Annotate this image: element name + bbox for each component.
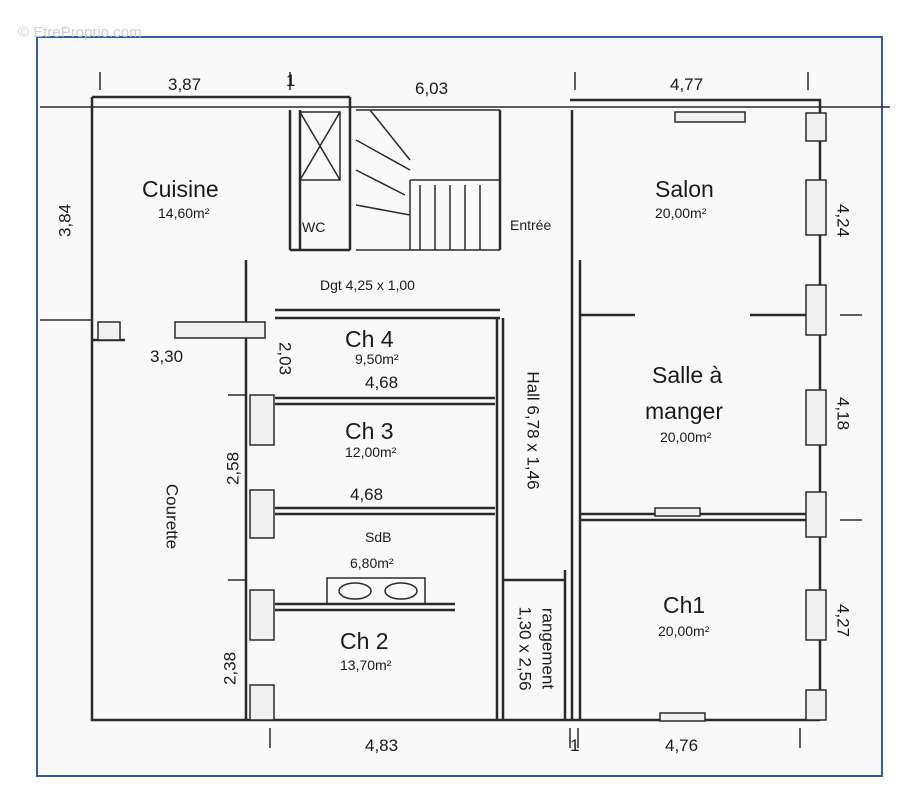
dim-left-238: 2,38 — [220, 651, 240, 686]
dim-left-top: 3,84 — [55, 203, 75, 238]
dim-left-203: 2,03 — [275, 341, 295, 376]
room-ch4-dim: 4,68 — [365, 373, 399, 392]
wall-hall-right — [570, 260, 582, 720]
room-salon-area: 20,00m² — [655, 205, 707, 221]
room-hall-name: Hall 6,78 x 1,46 — [523, 371, 543, 490]
window-left-2 — [249, 489, 275, 539]
room-salle-area: 20,00m² — [660, 429, 712, 445]
room-ch1-area: 20,00m² — [658, 623, 710, 639]
window-left-3 — [249, 589, 275, 641]
dim-bottom-right: 4,76 — [665, 736, 699, 755]
wc-box — [299, 111, 341, 181]
dim-top-mid-small: 1 — [286, 71, 296, 90]
room-salle-line1: Salle à — [652, 362, 723, 388]
sink-1 — [338, 582, 372, 600]
room-rangement-line2: 1,30 x 2,56 — [515, 606, 535, 691]
sink-2 — [384, 582, 418, 600]
dim-top-right: 4,77 — [670, 75, 704, 94]
wall-rangement — [503, 570, 567, 720]
window-right-7 — [805, 689, 827, 721]
window-right-2 — [805, 179, 827, 236]
window-top-salon — [674, 111, 746, 123]
window-right-5 — [805, 491, 827, 538]
room-dgt-name: Dgt 4,25 x 1,00 — [320, 277, 415, 293]
room-courette-name: Courette — [162, 483, 182, 550]
room-cuisine-area: 14,60m² — [158, 205, 210, 221]
frame-border — [36, 36, 883, 777]
dim-ticks-bottom — [269, 728, 801, 748]
dim-right-424: 4,24 — [833, 203, 853, 238]
room-ch1-name: Ch1 — [663, 592, 706, 618]
dim-left-mid: 3,30 — [150, 347, 184, 366]
room-ch3-area: 12,00m² — [345, 444, 397, 460]
room-rangement-line1: rangement — [538, 607, 558, 690]
sdb-counter — [326, 577, 426, 605]
window-right-1 — [805, 112, 827, 142]
room-ch4-name: Ch 4 — [345, 326, 394, 352]
room-ch4-area: 9,50m² — [355, 351, 399, 367]
dim-right-427: 4,27 — [833, 603, 853, 638]
dim-ticks-left — [40, 319, 246, 581]
dim-bottom-mid: 4,83 — [365, 736, 399, 755]
room-sdb-area: 6,80m² — [350, 555, 394, 571]
dim-top-left: 3,87 — [168, 75, 202, 94]
room-salle-line2: manger — [645, 398, 723, 424]
window-ch1 — [659, 712, 706, 722]
window-salle — [654, 507, 701, 517]
dim-bottom-small: 1 — [570, 736, 580, 755]
room-ch3-name: Ch 3 — [345, 418, 394, 444]
window-right-6 — [805, 589, 827, 641]
room-wc-name: WC — [302, 219, 326, 235]
wall-ch3-sdb — [275, 506, 495, 516]
room-ch2-name: Ch 2 — [340, 628, 389, 654]
wall-courette-left — [90, 340, 246, 722]
dim-ticks-right — [840, 314, 862, 521]
room-entree-name: Entrée — [510, 217, 552, 233]
window-right-4 — [805, 389, 827, 446]
window-cuisine — [97, 321, 121, 341]
watermark: © EtreProprio.com — [18, 24, 142, 41]
dim-top-mid: 6,03 — [415, 79, 449, 98]
room-ch3-dim: 4,68 — [350, 485, 384, 504]
window-courette — [174, 321, 266, 339]
wall-dgt-bottom — [275, 308, 500, 320]
window-left-4 — [249, 684, 275, 721]
dim-right-418: 4,18 — [833, 396, 853, 431]
room-cuisine-name: Cuisine — [142, 176, 219, 202]
wall-hall-left — [495, 318, 505, 720]
window-left-1 — [249, 394, 275, 446]
wall-ch4-ch3 — [275, 396, 495, 406]
room-salon-name: Salon — [655, 176, 714, 202]
dim-ticks-top — [40, 72, 890, 108]
dim-left-258: 2,58 — [223, 451, 243, 486]
room-ch2-area: 13,70m² — [340, 657, 392, 673]
stairs — [355, 109, 500, 251]
window-right-3 — [805, 284, 827, 336]
room-sdb-name: SdB — [365, 529, 392, 545]
